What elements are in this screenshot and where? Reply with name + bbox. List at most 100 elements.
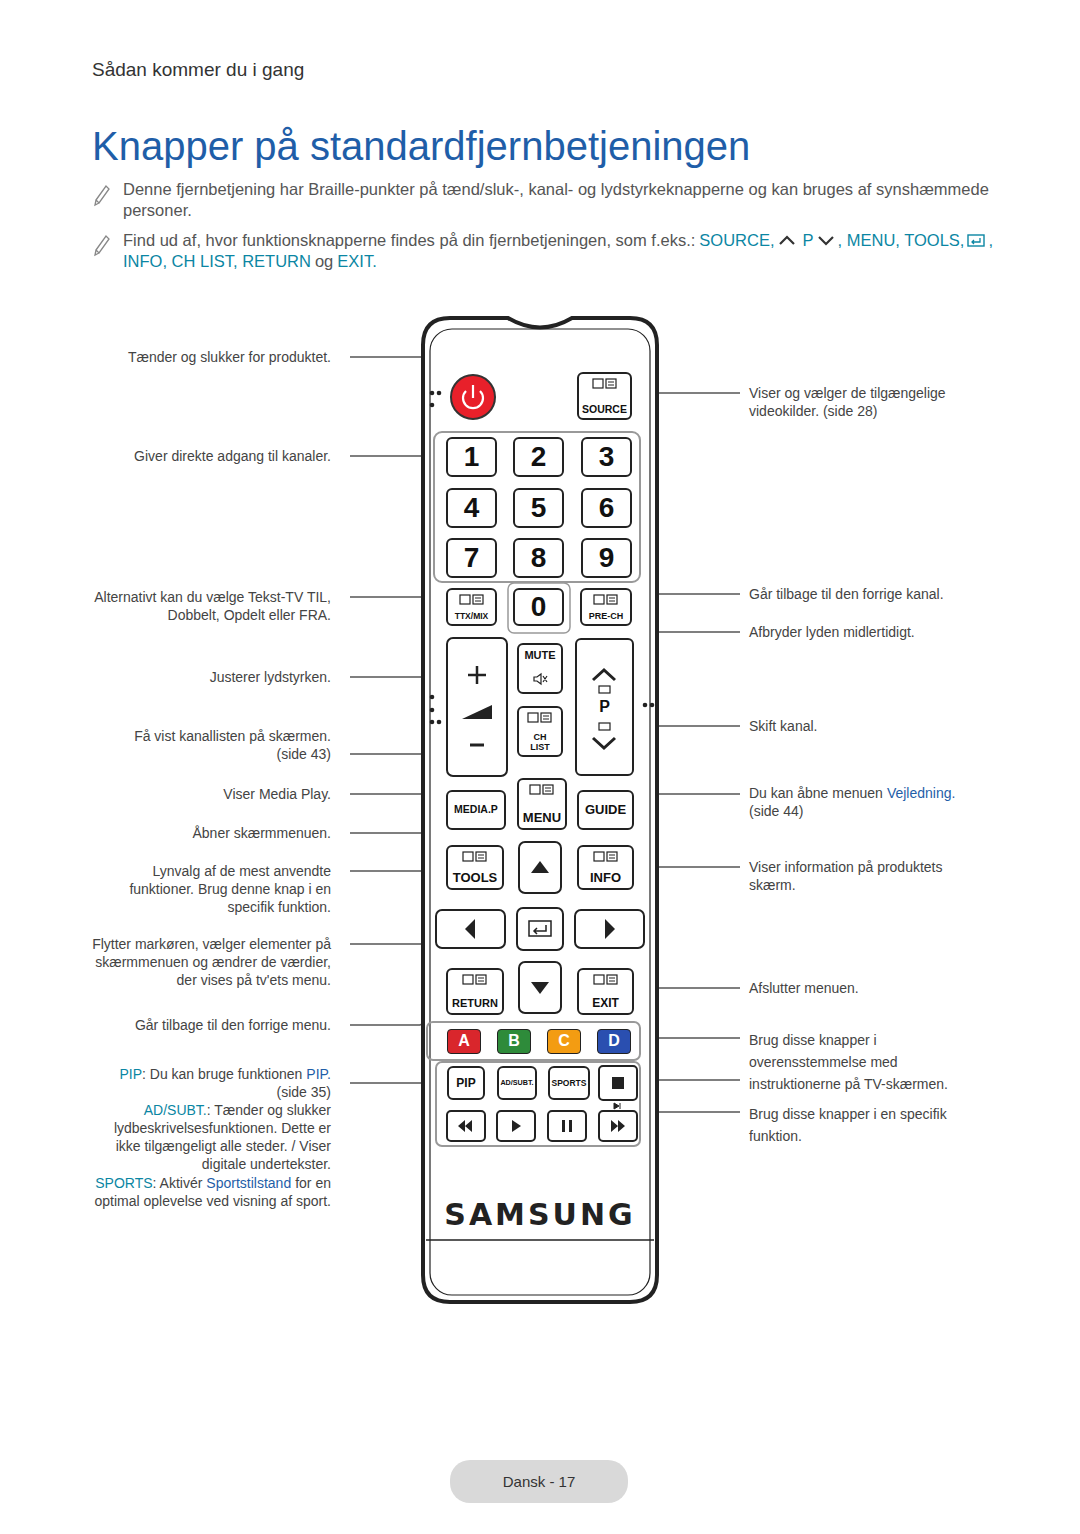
number-button: 8	[513, 538, 564, 578]
illustration-part	[512, 1120, 521, 1132]
remote-button: TOOLS	[446, 845, 504, 890]
illustration-part	[968, 235, 984, 246]
color-button: D	[597, 1029, 631, 1054]
illustration-part	[575, 910, 644, 948]
illustration-part	[609, 598, 615, 601]
label-text: (side 44)	[749, 803, 803, 819]
label-text: P	[803, 231, 814, 249]
label-text: SOURCE,	[699, 231, 774, 249]
label-text: Knapper på standardfjernbetjeningen	[92, 124, 750, 168]
callout-text: PIP: Du kan bruge funktionenPIP.(side 35…	[96, 1065, 331, 1101]
illustration-part	[430, 403, 435, 408]
button-label: B	[508, 1033, 520, 1050]
illustration-part	[475, 598, 481, 601]
button-label: 8	[531, 543, 547, 572]
illustration-part	[519, 962, 561, 1013]
label-text: og	[315, 252, 333, 270]
illustration-part	[436, 1062, 640, 1146]
illustration-part	[462, 705, 492, 719]
illustration-part	[497, 1111, 535, 1141]
number-button: 1	[446, 437, 497, 477]
button-label: SPORTS	[552, 1079, 587, 1088]
button-icon	[593, 594, 619, 606]
label-text: Giver direkte adgang til kanaler.	[134, 448, 331, 464]
label-text: Går tilbage til den forrige menu.	[135, 1017, 331, 1033]
button-label: 5	[531, 493, 547, 522]
illustration-part	[529, 921, 551, 936]
callout-text: Åbner skærmmenuen.	[131, 824, 331, 842]
callout-text: Går tilbage til den forrige menu.	[81, 1016, 331, 1034]
remote-button: AD/SUBT.	[497, 1066, 537, 1100]
button-icon	[459, 594, 485, 606]
illustration-part	[534, 674, 547, 684]
number-button: 9	[581, 538, 632, 578]
remote-button: MUTE	[517, 643, 563, 694]
button-label: P	[599, 699, 610, 716]
illustration-part	[451, 375, 495, 419]
illustration-part	[473, 595, 483, 604]
number-button: 2	[513, 437, 564, 477]
callout-text: Flytter markøren, vælger elementer på sk…	[89, 935, 331, 989]
callout-text: Afslutter menuen.	[749, 979, 949, 997]
illustration-part	[614, 1103, 620, 1109]
illustration-part	[594, 975, 604, 984]
callout-text: Få vist kanallisten på skærmen. (side 43…	[101, 727, 331, 763]
button-label: PRE-CH	[589, 612, 624, 621]
label-text: Denne fjernbetjening har Braille-punkter…	[123, 180, 989, 219]
color-button: A	[447, 1029, 481, 1054]
button-label: CH LIST	[527, 733, 553, 752]
callout-text: Sådan kommer du i gang	[92, 58, 692, 82]
callout-text: Giver direkte adgang til kanaler.	[81, 447, 331, 465]
illustration-part	[447, 1066, 637, 1141]
illustration-part	[447, 1111, 485, 1141]
callout-text: Lynvalg af de mest anvendte funktioner. …	[109, 862, 331, 916]
callout-text: Du kan åbne menuenVejledning.(side 44)	[749, 784, 979, 820]
label-text: Find ud af, hvor funktionsknapperne find…	[123, 231, 695, 249]
remote-button: SOURCE	[577, 372, 632, 420]
callout-text: Går tilbage til den forrige kanal.	[749, 585, 1009, 603]
inline-icon	[817, 234, 835, 247]
button-label: SOURCE	[582, 404, 627, 415]
label-text: Flytter markøren, vælger elementer på sk…	[92, 936, 331, 988]
callout-text: Viser information på produktets skærm.	[749, 858, 964, 894]
remote-button: PRE-CH	[580, 588, 632, 626]
label-text: Du kan åbne menuen	[749, 785, 883, 801]
number-button: 6	[581, 488, 632, 528]
illustration-part	[545, 788, 551, 791]
channel-rocker: P	[575, 638, 634, 776]
button-label: PIP	[456, 1077, 475, 1090]
illustration-part	[594, 852, 604, 861]
remote-button: SPORTS	[548, 1066, 590, 1100]
label-text: PIP	[119, 1066, 142, 1082]
button-label: GUIDE	[585, 803, 626, 817]
illustration-part	[643, 703, 648, 708]
callout-text: Brug disse knapper i en specifik funktio…	[749, 1103, 964, 1147]
button-label: 9	[599, 543, 615, 572]
button-label: INFO	[590, 871, 621, 885]
illustration-part	[543, 716, 549, 719]
button-label: 0	[531, 592, 547, 621]
label-text: , MENU, TOOLS,	[838, 231, 965, 249]
remote-button: PIP	[447, 1066, 485, 1100]
illustration-part	[95, 236, 109, 255]
button-label: C	[558, 1033, 570, 1050]
callout-text: Knapper på standardfjernbetjeningen	[92, 122, 1032, 170]
illustration-part	[593, 379, 603, 388]
button-label: EXIT	[592, 997, 619, 1010]
illustration-part	[463, 975, 473, 984]
illustration-part	[476, 975, 486, 984]
illustration-part	[543, 785, 553, 794]
label-text: Justerer lydstyrken.	[210, 669, 331, 685]
label-text: Brug disse knapper i overensstemmelse me…	[749, 1032, 948, 1092]
label-text: PIP.	[306, 1066, 331, 1082]
button-label: A	[458, 1033, 470, 1050]
button-label: 6	[599, 493, 615, 522]
illustration-part	[606, 379, 616, 388]
illustration-part	[530, 785, 540, 794]
button-icon	[462, 851, 488, 863]
inline-icon	[967, 234, 985, 247]
label-text: Skift kanal.	[749, 718, 817, 734]
label-text: Viser information på produktets skærm.	[749, 859, 943, 893]
button-label: MENU	[523, 811, 561, 825]
button-icon	[593, 974, 619, 986]
